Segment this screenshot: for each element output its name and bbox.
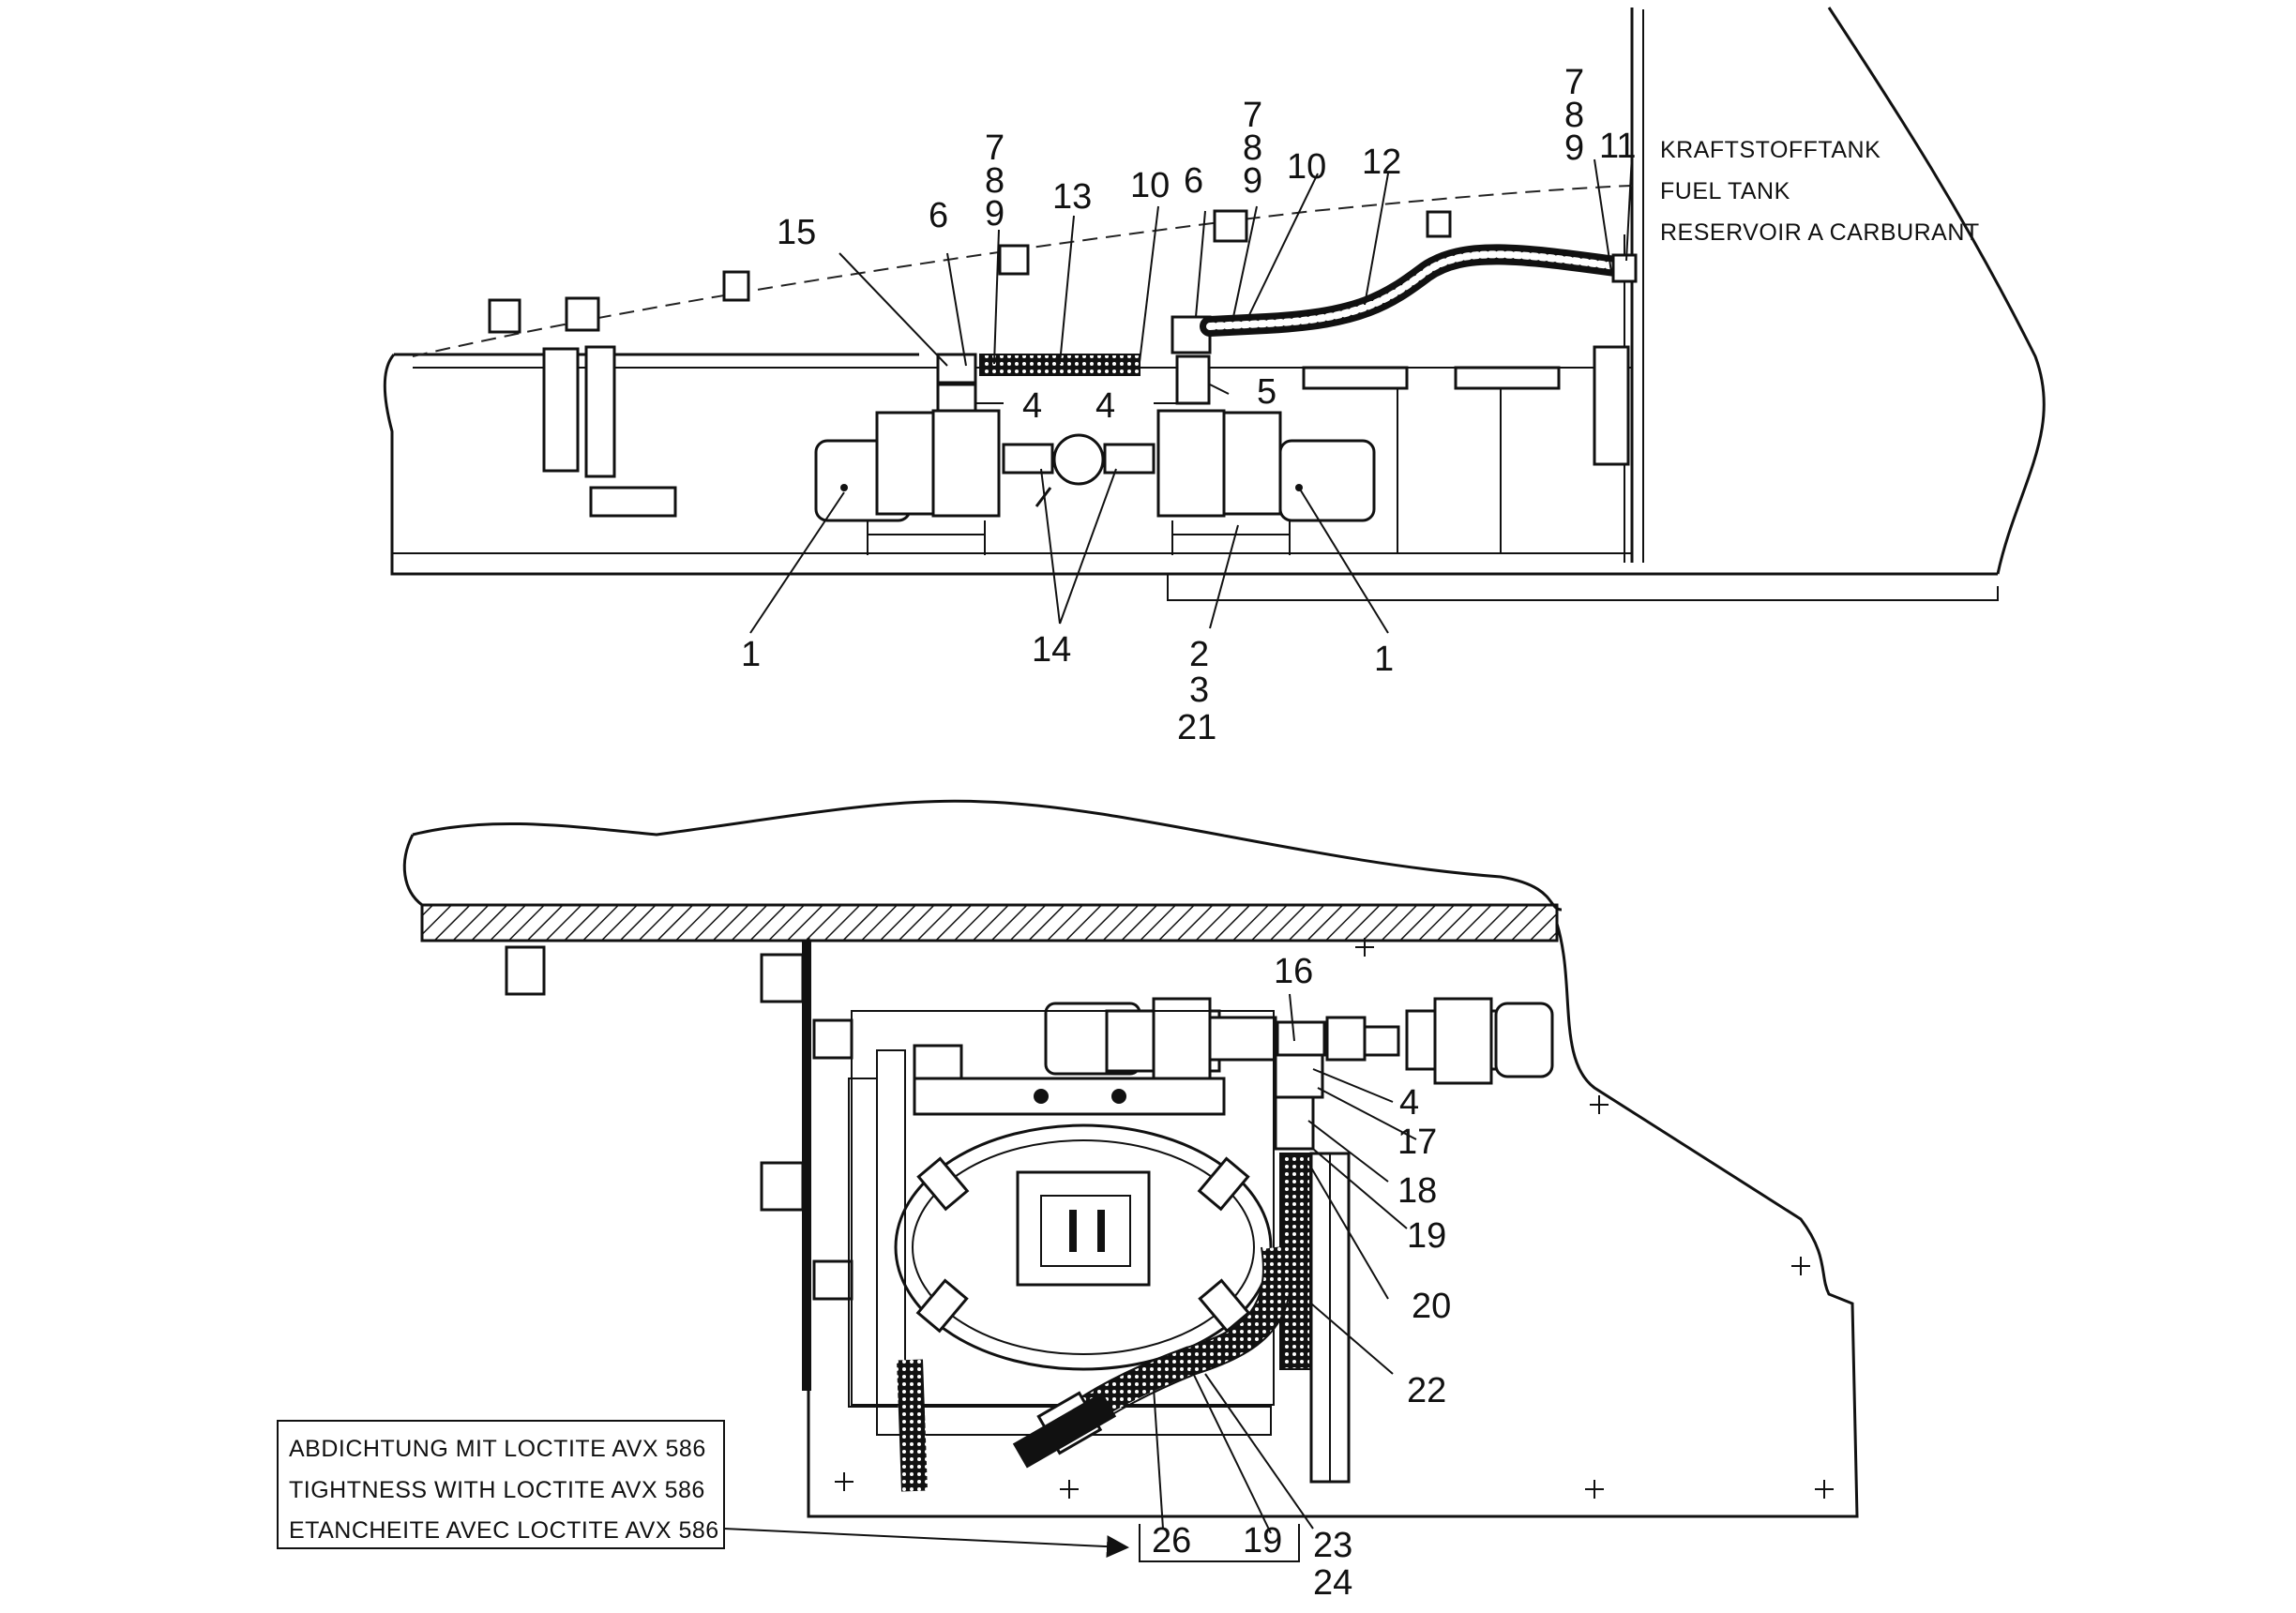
note-tightness: TIGHTNESS WITH LOCTITE AVX 586 [289,1477,705,1503]
frame-step [1167,574,1999,601]
callout-8: 8 [1243,128,1262,168]
wall-bar [802,941,811,1391]
bracket-26-19 [1139,1524,1300,1562]
bottom-view: 16 4 17 18 19 20 22 26 19 23 24 ABDICHTU… [277,799,1859,1603]
compartment-outline [807,923,1859,1518]
hatched-floor [420,903,1559,942]
callout-4: 4 [1022,386,1042,426]
callout-13: 13 [1052,177,1092,217]
callout-15: 15 [777,213,816,252]
wall-brackets [505,945,853,1301]
callout-8: 8 [1564,96,1584,135]
callout-7: 7 [1564,63,1584,102]
callout-19: 19 [1243,1521,1282,1560]
sealing-note-box: ABDICHTUNG MIT LOCTITE AVX 586 TIGHTNESS… [277,1420,1129,1559]
fuel-pump-right [1156,409,1376,555]
callout-2: 2 [1189,635,1209,674]
top-view: 7 8 9 13 10 6 15 7 8 9 6 10 12 7 8 9 11 … [383,7,2046,747]
callout-10: 10 [1130,166,1170,205]
tank-contour [412,185,1633,357]
callout-20: 20 [1412,1287,1451,1326]
callout-11: 11 [1599,127,1636,166]
label-fuel-tank: FUEL TANK [1660,178,1790,204]
callout-19: 19 [1407,1216,1446,1256]
leader-lines-top [749,154,1633,634]
callout-4: 4 [1095,386,1115,426]
callout-22: 22 [1407,1371,1446,1410]
pump-assembly-bottom [1044,997,1554,1151]
callout-10: 10 [1287,147,1326,187]
callout-23: 23 [1313,1526,1352,1565]
callout-6: 6 [929,196,948,235]
crosshair-marks [835,938,1834,1499]
fuel-lines-bottom [897,1153,1311,1492]
callout-16: 16 [1274,952,1313,991]
note-etancheite: ETANCHEITE AVEC LOCTITE AVX 586 [289,1517,719,1544]
leader-lines-bottom [1139,993,1417,1562]
callout-24: 24 [1313,1563,1352,1603]
callout-14: 14 [1032,630,1071,670]
note-arrow [723,1528,1129,1559]
body-outline [412,799,1563,912]
body-outline-left [402,834,423,907]
mounting-brackets [488,209,1630,553]
callout-9: 9 [1564,128,1584,168]
callout-21: 21 [1177,708,1216,747]
callout-9: 9 [1243,161,1262,201]
callout-1: 1 [1374,640,1394,679]
tank-frame [848,1010,1351,1484]
note-abdichtung: ABDICHTUNG MIT LOCTITE AVX 586 [289,1436,706,1462]
callout-7: 7 [985,128,1004,168]
tank-filler-ellipse [894,1123,1273,1371]
callout-8: 8 [985,161,1004,201]
callout-5: 5 [1257,372,1276,412]
callout-12: 12 [1362,143,1401,182]
callout-18: 18 [1397,1171,1437,1211]
label-reservoir-a-carburant: RESERVOIR A CARBURANT [1660,219,1980,246]
callout-1: 1 [741,635,761,674]
callout-9: 9 [985,194,1004,234]
callout-26: 26 [1152,1521,1191,1560]
fuel-pump-left [814,409,1001,555]
frame-outline [383,7,2046,576]
callout-3: 3 [1189,671,1209,710]
fuel-filter-center [1002,433,1156,507]
callout-4: 4 [1399,1083,1419,1123]
label-kraftstofftank: KRAFTSTOFFTANK [1660,137,1881,163]
callout-17: 17 [1397,1123,1437,1162]
callout-6: 6 [1184,161,1203,201]
callout-7: 7 [1243,96,1262,135]
